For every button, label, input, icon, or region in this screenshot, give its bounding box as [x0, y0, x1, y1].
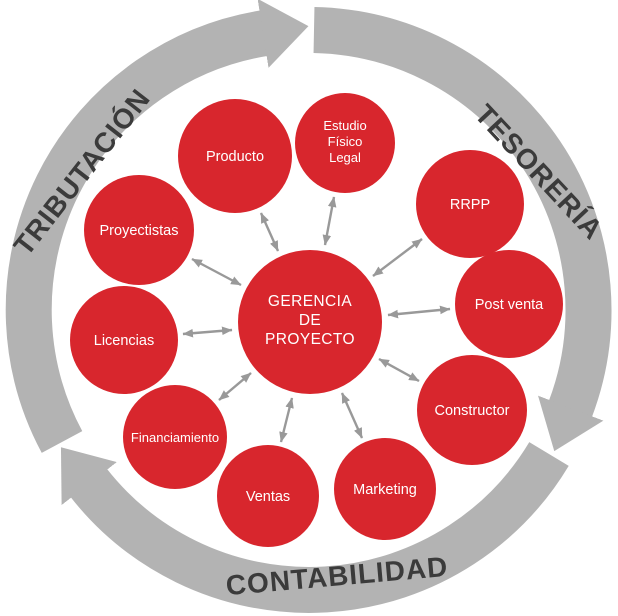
node-label: RRPP — [450, 197, 490, 213]
connector-producto — [259, 212, 280, 252]
center-node-label-line: PROYECTO — [265, 331, 355, 348]
node-label: Ventas — [246, 489, 290, 505]
connector-post-venta — [387, 305, 451, 319]
ring-arc-contabilidad — [60, 442, 569, 613]
node-label: Financiamiento — [131, 430, 219, 445]
node-circle — [417, 355, 527, 465]
node-circle — [217, 445, 319, 547]
connector-proyectistas — [191, 257, 242, 287]
center-node-label-line: DE — [299, 312, 321, 329]
node-producto: Producto — [178, 99, 292, 213]
node-circle — [84, 175, 194, 285]
node-label: Marketing — [353, 482, 417, 498]
node-circle — [455, 250, 563, 358]
center-node: GERENCIA DE PROYECTO — [238, 250, 382, 394]
node-circle — [416, 150, 524, 258]
node-label-line: Legal — [329, 150, 361, 165]
node-label: Producto — [206, 149, 264, 165]
node-estudio-fisico-legal: Estudio Físico Legal — [295, 93, 395, 193]
center-node-circle — [238, 250, 382, 394]
node-label-line: Físico — [328, 134, 363, 149]
node-circle — [334, 438, 436, 540]
center-node-label-line: GERENCIA — [268, 293, 352, 310]
node-marketing: Marketing — [334, 438, 436, 540]
node-circle — [178, 99, 292, 213]
connector-licencias — [182, 326, 233, 338]
connector-rrpp — [372, 238, 423, 277]
connector-ventas — [279, 397, 294, 443]
node-proyectistas: Proyectistas — [84, 175, 194, 285]
node-constructor: Constructor — [417, 355, 527, 465]
node-circle — [70, 286, 178, 394]
connector-financiamiento — [218, 372, 252, 401]
node-label-line: Estudio — [323, 118, 366, 133]
node-label: Proyectistas — [100, 223, 179, 239]
node-ventas: Ventas — [217, 445, 319, 547]
node-circle — [123, 385, 227, 489]
node-financiamiento: Financiamiento — [123, 385, 227, 489]
node-rrpp: RRPP — [416, 150, 524, 258]
node-circle — [295, 93, 395, 193]
node-post-venta: Post venta — [455, 250, 563, 358]
connector-constructor — [378, 357, 420, 383]
ring-arc-tributacion — [5, 0, 309, 453]
connector-marketing — [340, 392, 364, 439]
node-licencias: Licencias — [70, 286, 178, 394]
ring-arc-tesoreria — [313, 7, 612, 452]
connector-estudio-fisico-legal — [322, 196, 337, 246]
connector-arrows — [182, 196, 451, 443]
node-label: Licencias — [94, 333, 154, 349]
node-label: Post venta — [475, 297, 544, 313]
node-label: Constructor — [435, 403, 510, 419]
